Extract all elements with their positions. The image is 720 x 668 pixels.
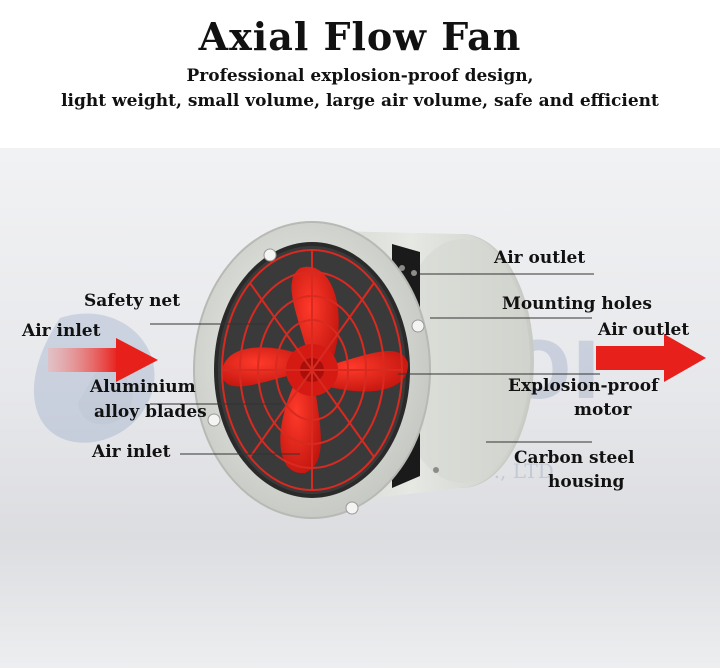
label-housing-line2: housing <box>548 472 625 492</box>
leader-lines <box>150 273 600 455</box>
header: Axial Flow Fan Professional explosion-pr… <box>0 0 720 150</box>
label-safety-net: Safety net <box>84 291 181 311</box>
mounting-hole <box>411 270 417 276</box>
mounting-hole <box>433 467 439 473</box>
label-air-outlet-top: Air outlet <box>494 248 586 268</box>
rim-bolt <box>345 501 359 515</box>
rim-bolt <box>207 413 221 427</box>
subtitle-line-1: Professional explosion-proof design, <box>186 66 534 86</box>
label-air-outlet-right: Air outlet <box>598 320 690 340</box>
label-aluminium-line2: alloy blades <box>94 402 207 422</box>
label-aluminium-line1: Aluminium <box>90 377 196 397</box>
safety-net <box>221 249 403 491</box>
label-air-inlet-bottom: Air inlet <box>92 442 171 462</box>
fan-illustration: NOI A INDUSTRIAL CO., LTD <box>33 221 706 519</box>
air-outlet-arrow <box>596 334 706 382</box>
page-title: Axial Flow Fan <box>198 14 522 59</box>
mounting-hole <box>399 265 405 271</box>
label-housing-line1: Carbon steel <box>514 448 635 468</box>
label-motor-line1: Explosion-proof <box>508 376 659 396</box>
subtitle-line-2: light weight, small volume, large air vo… <box>61 91 659 111</box>
product-scene: NOI A INDUSTRIAL CO., LTD <box>0 148 720 668</box>
air-inlet-arrow <box>48 338 158 382</box>
label-air-inlet-left: Air inlet <box>22 321 101 341</box>
rim-bolt <box>263 248 277 262</box>
label-motor-line2: motor <box>574 400 632 420</box>
label-mounting-holes: Mounting holes <box>502 294 652 314</box>
rim-bolt <box>411 319 425 333</box>
